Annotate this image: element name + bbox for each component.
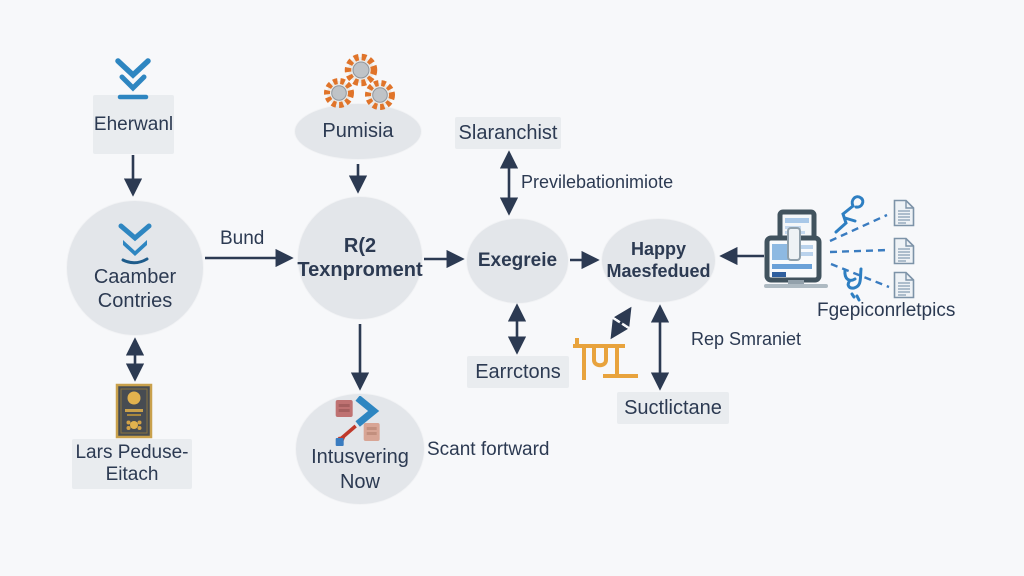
node-slaranchist: Slaranchist (455, 117, 561, 149)
bench-icon (573, 338, 638, 380)
node-earrctons-label: Earrctons (475, 360, 561, 383)
node-exegreie: Exegreie (467, 219, 568, 303)
edge-label-bund: Bund (220, 228, 265, 249)
label-previlebationimiote: Previlebationimiote (521, 172, 674, 192)
red-arrow-icon (340, 424, 357, 440)
node-lars-line1: Lars Peduse- (75, 442, 189, 464)
label-fgepiconrletpics: Fgepiconrletpics (817, 300, 956, 321)
node-eherwanl: Eherwanl (93, 95, 174, 154)
gears-icon (324, 53, 395, 110)
squiggle-top-icon (834, 195, 865, 234)
node-intusvering-line1: Intusvering (311, 446, 409, 469)
node-suctlictane-label: Suctlictane (624, 396, 722, 419)
double-chevron-down-icon (115, 58, 151, 100)
node-eherwanl-label: Eherwanl (93, 113, 174, 135)
node-caamber-contries: Caamber Contries (67, 201, 203, 335)
document-icon (893, 199, 915, 227)
document-icon (893, 271, 915, 299)
chevron-arrow-down-icon (118, 223, 152, 264)
document-icon (893, 237, 915, 265)
node-pumisia: Pumisia (295, 104, 421, 159)
node-happy-maesfedued: Happy Maesfedued (602, 219, 715, 302)
node-caamber-line1: Caamber (93, 265, 177, 288)
node-texnproment-line1: R(2 (343, 234, 377, 257)
label-rep-smraniet: Rep Smraniet (691, 329, 802, 349)
label-scant-fortward: Scant fortward (427, 439, 550, 460)
node-caamber-line2: Contries (97, 290, 173, 312)
node-texnproment: R(2 Texnproment (297, 197, 423, 319)
dashed-line-to-doc2 (829, 248, 890, 254)
book-icon (115, 383, 153, 439)
node-happy-line1: Happy (630, 238, 686, 259)
node-suctlictane: Suctlictane (617, 392, 729, 424)
squiggle-bottom-icon (843, 267, 863, 302)
node-intusvering-line2: Now (339, 470, 380, 493)
node-lars-peduse: Lars Peduse- Eitach (72, 439, 192, 489)
node-happy-line2: Maesfedued (606, 260, 711, 281)
monitor-icon (764, 209, 828, 288)
node-slaranchist-label: Slaranchist (458, 121, 558, 144)
node-intusvering-now: Intusvering Now (296, 394, 424, 504)
arrow-bench-happy (610, 306, 632, 340)
node-lars-line2: Eitach (105, 464, 159, 485)
node-pumisia-label: Pumisia (322, 120, 394, 143)
chevron-right-icon (355, 396, 380, 427)
node-texnproment-line2: Texnproment (297, 259, 423, 281)
node-exegreie-label: Exegreie (477, 250, 558, 272)
node-earrctons: Earrctons (467, 356, 569, 388)
code-transfer-icon (335, 396, 380, 446)
